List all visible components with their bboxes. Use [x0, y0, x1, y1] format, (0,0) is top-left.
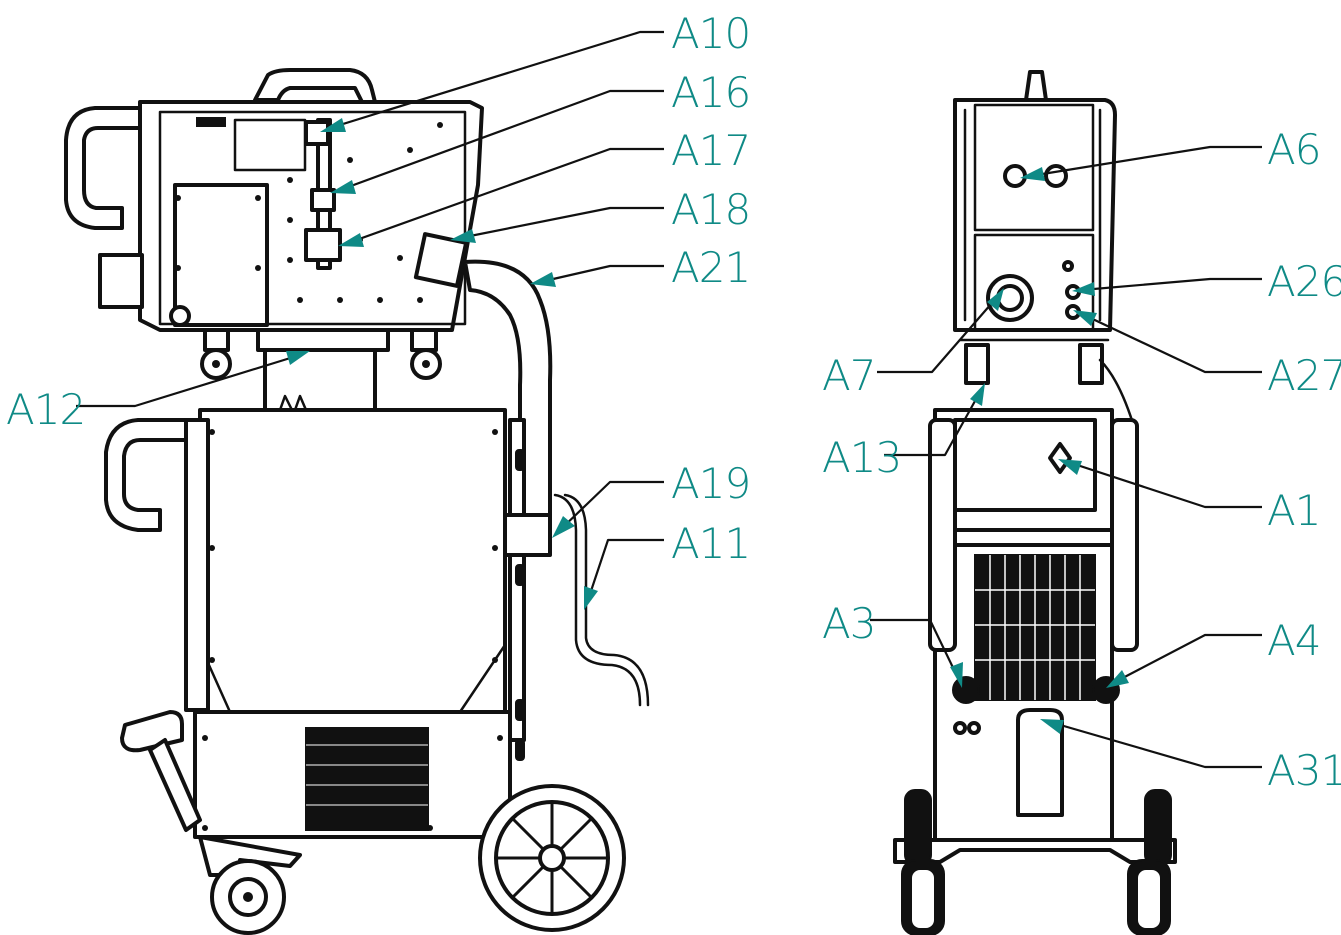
arrow-a13	[970, 383, 985, 406]
feeder-connector-a10	[304, 120, 330, 146]
front-feeder-knob-right	[1044, 164, 1068, 188]
callout-a26: A26	[1267, 257, 1341, 306]
front-wheel-right-upper	[1144, 789, 1172, 866]
front-feeder-housing	[953, 98, 1117, 332]
front-feeder-leg-right	[1078, 343, 1104, 385]
hose-a21	[463, 259, 553, 522]
feeder-connector-a16	[310, 188, 336, 212]
feeder-knob	[169, 305, 191, 327]
callout-a1: A1	[1267, 486, 1320, 535]
feeder-mount	[263, 348, 377, 412]
leader-a11	[586, 538, 664, 601]
base-grille-lines	[306, 744, 428, 806]
front-wheel-left-upper	[904, 789, 932, 866]
callout-a19: A19	[671, 459, 750, 508]
rear-wheel-spokes	[496, 802, 608, 914]
callout-a31: A31	[1267, 746, 1341, 795]
feeder-top-handle	[253, 68, 377, 104]
callout-a4: A4	[1267, 616, 1320, 665]
leader-a1	[1067, 460, 1262, 509]
leader-a26	[1081, 277, 1262, 292]
callout-a21: A21	[671, 243, 750, 292]
base-cooling-grille	[305, 727, 429, 831]
leader-a13	[884, 391, 981, 457]
arrow-a7	[987, 288, 1004, 311]
front-post-right	[1110, 418, 1139, 652]
feeder-bolts	[175, 122, 443, 303]
leader-a6	[1029, 145, 1262, 178]
callout-a16: A16	[671, 68, 750, 117]
feeder-rear-connectors	[98, 253, 144, 309]
callout-a27: A27	[1267, 351, 1341, 400]
callout-a10: A10	[671, 9, 750, 58]
leader-a7	[877, 295, 999, 374]
side-view	[64, 68, 650, 935]
feeder-top-knob	[1024, 70, 1048, 102]
callout-a18: A18	[671, 185, 750, 234]
arrow-a27	[1073, 310, 1097, 326]
power-source-frame-post	[184, 418, 210, 712]
arrow-a10	[320, 118, 346, 132]
callout-a3: A3	[822, 599, 875, 648]
feeder-spool-cover	[173, 183, 269, 327]
front-feeder-door	[973, 103, 1095, 232]
power-source-bolts	[209, 429, 498, 663]
leader-a17	[347, 147, 664, 245]
arrow-a19	[552, 516, 575, 538]
arrow-a17	[338, 233, 364, 247]
leader-a21	[539, 264, 664, 284]
arrow-a26	[1072, 282, 1095, 296]
tow-handle	[120, 710, 184, 753]
callout-a17: A17	[671, 126, 750, 175]
feeder-side-handle	[64, 106, 150, 230]
leader-a4	[1114, 633, 1262, 683]
arrow-a6	[1020, 167, 1045, 181]
front-view	[893, 70, 1177, 935]
feeder-connector-a17	[304, 228, 342, 262]
arrow-a11	[584, 586, 598, 610]
front-post-left	[928, 418, 957, 652]
arrow-a31	[1040, 719, 1064, 734]
feeder-casters	[200, 328, 442, 380]
arrow-a21	[530, 272, 556, 287]
leader-a18	[459, 206, 664, 240]
chain-links	[515, 449, 525, 761]
leader-a16	[339, 89, 664, 192]
front-feeder-leg-left	[964, 343, 990, 385]
feeder-component	[196, 117, 226, 127]
hose-clamp-a19	[503, 513, 552, 557]
front-base-frame	[893, 838, 1177, 864]
feeder-turntable	[256, 328, 390, 352]
arrow-a12	[286, 351, 310, 365]
arrow-a3	[950, 662, 963, 688]
leader-a27	[1081, 313, 1262, 374]
callout-a13: A13	[822, 433, 901, 482]
leader-a10	[329, 30, 664, 130]
cable-a11	[553, 493, 642, 707]
arrow-a18	[450, 229, 476, 243]
callouts: A10 A16 A17 A18 A21 A12 A19 A11 A6	[6, 9, 1341, 795]
feeder-outlet-a18	[413, 232, 469, 288]
arrow-a1	[1058, 459, 1082, 475]
power-source-housing	[198, 408, 507, 714]
callout-a6: A6	[1267, 125, 1320, 174]
callout-a11: A11	[671, 519, 750, 568]
front-grille-lines	[975, 555, 1095, 700]
callout-a12: A12	[6, 385, 85, 434]
front-feeder-knob-left	[1003, 164, 1027, 188]
feeder-inner-panel	[158, 110, 467, 326]
leader-a3	[870, 618, 959, 679]
arrow-a16	[330, 180, 356, 194]
main-switch-a1	[1048, 442, 1072, 474]
leader-a31	[1049, 720, 1262, 769]
leader-a12	[76, 353, 301, 408]
arrow-a4	[1106, 670, 1129, 688]
leader-a19	[559, 480, 664, 531]
callout-a7: A7	[822, 351, 875, 400]
output-socket-a3	[952, 676, 980, 704]
